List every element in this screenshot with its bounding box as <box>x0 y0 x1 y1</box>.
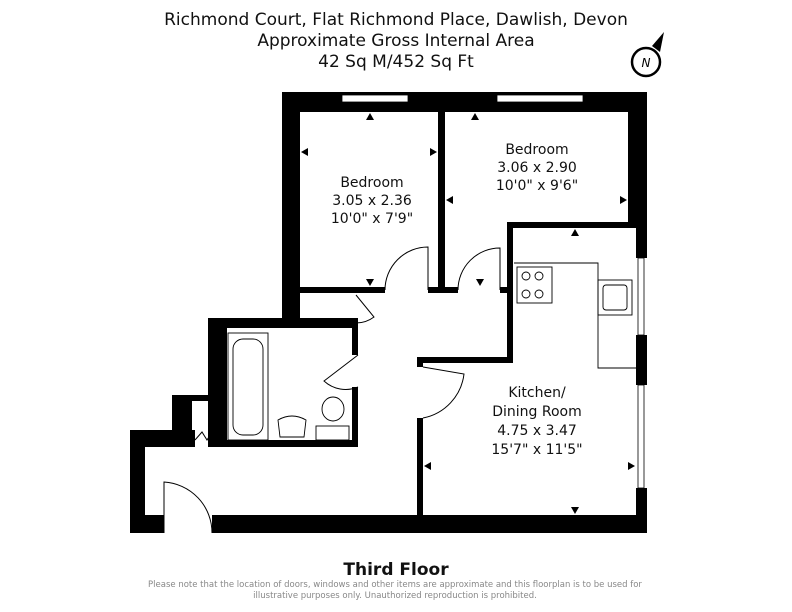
area-value: 42 Sq M/452 Sq Ft <box>318 52 474 72</box>
hob-burner <box>534 271 544 281</box>
door-bedroom-2 <box>457 247 501 291</box>
room-bedroom-2: Bedroom 3.06 x 2.90 10'0" x 9'6" <box>496 142 578 194</box>
doors <box>163 246 501 534</box>
room-kitchen-dining: Kitchen/ Dining Room 4.75 x 3.47 15'7" x… <box>491 385 582 458</box>
washbasin <box>277 415 307 438</box>
svg-text:N: N <box>642 56 651 70</box>
door-closet <box>194 430 216 441</box>
svg-text:3.05 x 2.36: 3.05 x 2.36 <box>332 193 412 209</box>
toilet-bowl <box>321 396 345 422</box>
bathtub <box>227 332 269 441</box>
door-kitchen <box>422 366 465 419</box>
svg-text:Bedroom: Bedroom <box>505 142 568 158</box>
svg-text:Kitchen/: Kitchen/ <box>508 385 566 401</box>
room-bedroom-1: Bedroom 3.05 x 2.36 10'0" x 7'9" <box>331 175 413 227</box>
window <box>496 94 584 103</box>
svg-text:15'7" x 11'5": 15'7" x 11'5" <box>491 442 582 458</box>
window <box>637 257 645 336</box>
door-bathroom <box>323 354 359 390</box>
property-address: Richmond Court, Flat Richmond Place, Daw… <box>164 10 628 30</box>
svg-text:10'0" x 9'6": 10'0" x 9'6" <box>496 178 578 194</box>
door-bedroom-1 <box>384 246 429 291</box>
floor-label: Third Floor <box>343 560 449 580</box>
sink-basin <box>602 284 628 311</box>
svg-text:4.75 x 3.47: 4.75 x 3.47 <box>497 423 577 439</box>
hob-burner <box>521 271 531 281</box>
disclaimer: Please note that the location of doors, … <box>148 580 642 601</box>
hob <box>516 266 553 304</box>
toilet-cistern <box>315 425 350 441</box>
fixtures <box>227 262 636 441</box>
svg-text:10'0" x 7'9": 10'0" x 7'9" <box>331 211 413 227</box>
walls <box>130 92 647 533</box>
hob-burner <box>521 289 531 299</box>
svg-text:Bedroom: Bedroom <box>340 175 403 191</box>
svg-text:Dining Room: Dining Room <box>492 404 582 420</box>
svg-text:3.06 x 2.90: 3.06 x 2.90 <box>497 160 577 176</box>
worktop <box>514 262 636 369</box>
compass-icon: N <box>630 32 664 78</box>
door-cupboard <box>355 294 375 324</box>
dimension-arrows <box>301 113 635 514</box>
window <box>637 384 645 489</box>
window <box>341 94 409 103</box>
windows <box>341 94 645 489</box>
bathtub-basin <box>232 338 264 436</box>
door-entrance <box>163 481 213 534</box>
kitchen-sink <box>597 279 633 316</box>
hob-burner <box>534 289 544 299</box>
area-title: Approximate Gross Internal Area <box>257 31 535 51</box>
